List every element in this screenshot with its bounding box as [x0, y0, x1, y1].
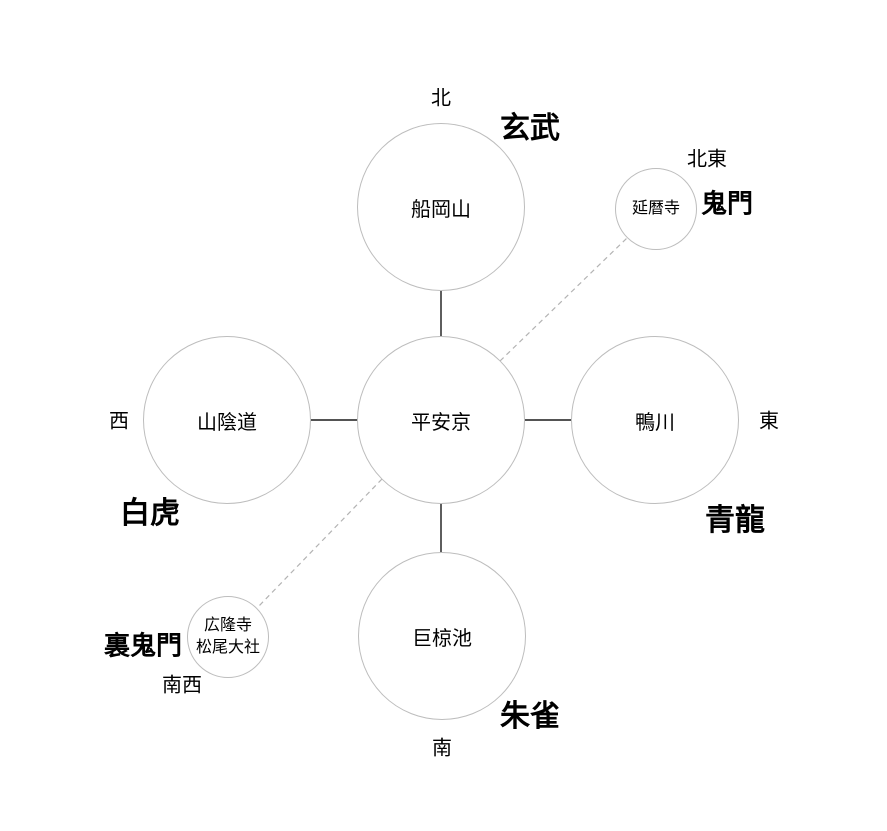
node-southwest-label-line1: 広隆寺: [203, 617, 252, 635]
node-southwest-label-line2: 松尾大社: [195, 639, 260, 656]
node-west-sanindo: 山陰道: [143, 336, 311, 504]
node-southwest-label: 広隆寺 松尾大社: [196, 615, 260, 658]
node-south-label: 巨椋池: [412, 627, 472, 650]
direction-label-west: 西: [109, 410, 129, 433]
direction-label-north: 北: [431, 87, 451, 110]
guardian-label-genbu: 玄武: [500, 112, 560, 145]
guardian-label-suzaku: 朱雀: [500, 700, 560, 733]
direction-label-southwest: 南西: [162, 674, 202, 697]
node-east-kamogawa: 鴨川: [571, 336, 739, 504]
node-west-label: 山陰道: [197, 411, 257, 434]
direction-label-northeast: 北東: [687, 148, 727, 171]
node-southwest-koryuji-matsuo: 広隆寺 松尾大社: [187, 596, 269, 678]
node-northeast-enryakuji: 延暦寺: [615, 168, 697, 250]
connector-southwest-dashed: [256, 478, 383, 609]
node-center-label: 平安京: [411, 411, 471, 434]
guardian-label-byakko: 白虎: [120, 497, 180, 530]
node-north-funaokayama: 船岡山: [357, 123, 525, 291]
node-east-label: 鴨川: [635, 411, 675, 434]
direction-label-south: 南: [432, 737, 452, 760]
guardian-label-seiryu: 青龍: [705, 504, 765, 537]
node-north-label: 船岡山: [411, 198, 471, 221]
node-center-heiankyo: 平安京: [357, 336, 525, 504]
guardian-label-kimon: 鬼門: [700, 188, 754, 219]
connector-northeast-dashed: [499, 237, 628, 362]
direction-label-east: 東: [759, 410, 779, 433]
guardian-label-urakimon: 裏鬼門: [103, 630, 183, 661]
node-northeast-label: 延暦寺: [631, 200, 680, 218]
node-south-oguraike: 巨椋池: [358, 552, 526, 720]
